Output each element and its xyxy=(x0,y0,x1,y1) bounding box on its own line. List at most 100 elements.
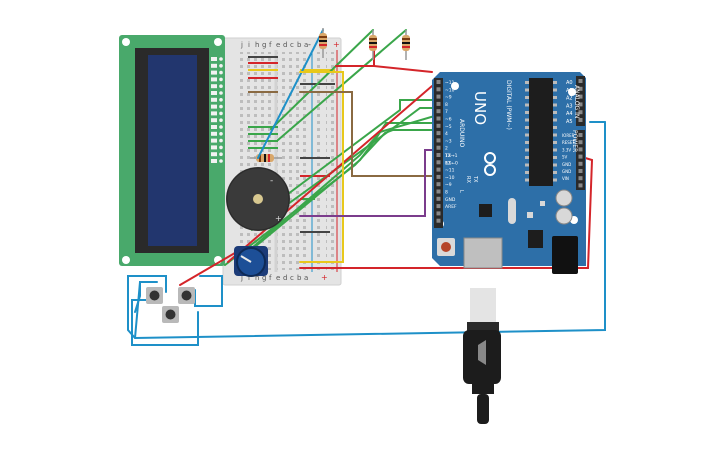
atmega-chip xyxy=(529,78,553,186)
wires xyxy=(127,29,606,346)
chip-pin xyxy=(525,148,529,152)
header-hole xyxy=(436,167,441,172)
tx-label: TX xyxy=(472,175,478,183)
usb-cable xyxy=(463,288,501,424)
header-hole xyxy=(578,79,583,83)
rail-minus-label: - xyxy=(308,40,311,49)
breadboard-letter: a xyxy=(304,274,308,282)
header-hole xyxy=(436,211,441,216)
lcd-pin-dot xyxy=(219,77,223,82)
chip-pin xyxy=(525,133,529,137)
header-hole xyxy=(436,153,441,157)
lcd-pin xyxy=(211,97,217,102)
digital-pin-label: TX→1 xyxy=(444,153,458,159)
header-hole xyxy=(436,109,441,114)
pushbutton-1 xyxy=(146,287,163,304)
resistor-3 xyxy=(402,30,410,60)
lcd-screen xyxy=(148,55,197,246)
lcd-pin-dot xyxy=(219,125,223,129)
lcd-pin xyxy=(211,111,217,116)
breadboard-letter: j xyxy=(240,41,243,49)
header-hole xyxy=(578,176,583,181)
breadboard-letter: a xyxy=(304,41,308,49)
power-header-label: POWER xyxy=(571,130,578,152)
digital-pin-label: 12 xyxy=(445,160,451,166)
lcd-pin xyxy=(211,84,217,89)
header-hole xyxy=(436,138,441,143)
lcd-pin-dot xyxy=(219,145,223,150)
digital-pin-label: ~10 xyxy=(445,87,455,93)
breadboard-letter: c xyxy=(290,41,294,49)
lcd-pin xyxy=(211,138,217,143)
lcd-pin xyxy=(211,125,217,129)
chip-pin xyxy=(553,178,557,182)
breadboard-letter: d xyxy=(283,274,287,282)
crystal xyxy=(508,198,516,224)
header-hole xyxy=(436,174,441,179)
header-hole xyxy=(578,161,583,166)
chip-pin xyxy=(525,141,529,144)
breadboard-letter: i xyxy=(248,41,250,49)
analog-header xyxy=(576,76,585,126)
chip-pin xyxy=(525,163,529,167)
header-hole xyxy=(578,94,583,99)
breadboard-letter: e xyxy=(276,274,280,282)
piezo-buzzer: + - xyxy=(226,167,290,231)
chip-pin xyxy=(525,178,529,182)
digital-pin-label: ~11 xyxy=(445,168,455,174)
header-hole xyxy=(436,80,441,84)
lcd-pin xyxy=(211,152,217,157)
digital-pin-label: 7 xyxy=(445,109,448,115)
header-hole xyxy=(578,102,583,107)
power-pin-label: IOREF xyxy=(562,133,575,138)
board-vendor: ARDUINO xyxy=(458,119,465,148)
digital-pin-label: 2 xyxy=(445,146,448,152)
header-hole xyxy=(436,160,441,165)
lcd-pin-dot xyxy=(219,152,223,156)
digital-pin-label: ~11 xyxy=(445,80,455,86)
chip-pin xyxy=(525,103,529,107)
breadboard-letter: b xyxy=(297,274,302,282)
breadboard-letter: g xyxy=(262,41,266,49)
chip-pin xyxy=(525,126,529,129)
header-hole xyxy=(436,218,441,223)
header-hole xyxy=(578,133,583,137)
lcd-pin-dot xyxy=(219,118,223,122)
breadboard-letter: b xyxy=(297,41,302,49)
digital-pin-label: ~3 xyxy=(445,138,452,144)
lcd-pin xyxy=(211,118,217,123)
chip-pin xyxy=(553,126,557,129)
breadboard-letter: f xyxy=(269,274,272,282)
digital-pin-labels: ~11~10~987~6~54~32TX→1RX←01312~11~10~98G… xyxy=(444,80,458,210)
breadboard-letter: d xyxy=(283,41,287,49)
power-pin-label: RESET xyxy=(562,140,575,145)
power-pin-label: GND xyxy=(562,169,571,174)
header-hole xyxy=(436,94,441,99)
lcd-display xyxy=(119,35,225,266)
analog-pin-label: A3 xyxy=(566,103,573,109)
potentiometer xyxy=(234,246,268,277)
header-hole xyxy=(436,189,441,194)
chip-pin xyxy=(525,96,529,99)
analog-pin-label: A0 xyxy=(566,80,573,86)
digital-pin-label: 4 xyxy=(445,131,448,137)
board-brand: UNO xyxy=(471,91,489,125)
header-hole xyxy=(578,154,583,159)
breadboard-letter: g xyxy=(262,274,266,282)
header-hole xyxy=(436,145,441,150)
digital-pin-label: 8 xyxy=(445,102,448,108)
chip-pin xyxy=(525,156,529,159)
digital-pin-label: 13 xyxy=(445,153,451,159)
buzzer-plus-label: + xyxy=(275,214,282,223)
chip-pin xyxy=(525,88,529,92)
analog-pin-label: A5 xyxy=(566,119,573,125)
capacitor-2 xyxy=(555,207,573,225)
digital-pin-label: ~9 xyxy=(445,95,452,101)
resistor-on-board xyxy=(250,154,282,162)
digital-pin-label: 8 xyxy=(445,190,448,196)
header-hole xyxy=(436,101,441,106)
lcd-pin-dot xyxy=(219,70,223,75)
power-pin-label: 3.3V xyxy=(562,147,571,152)
header-hole xyxy=(578,183,583,188)
